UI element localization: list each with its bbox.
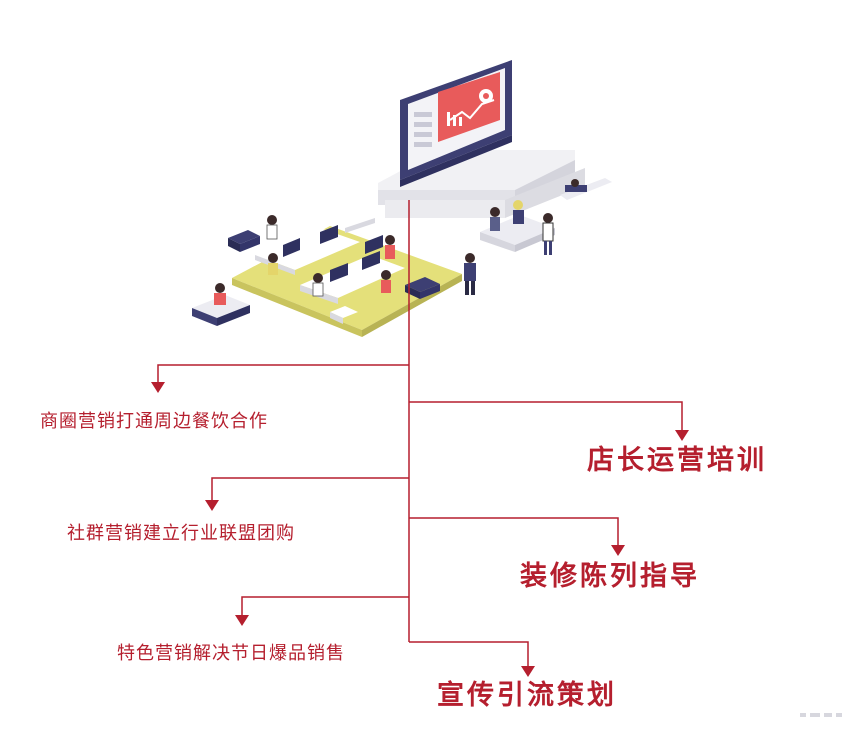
bench-left <box>192 283 250 326</box>
corner-mark <box>800 713 842 717</box>
arrowheads <box>151 382 689 677</box>
label-business-district-marketing: 商圈营销打通周边餐饮合作 <box>40 411 268 432</box>
label-community-marketing: 社群营销建立行业联盟团购 <box>67 523 295 544</box>
label-promotion-planning: 宣传引流策划 <box>437 680 617 711</box>
monitor <box>400 60 512 187</box>
lounge-area <box>480 178 612 255</box>
ottomans <box>228 230 440 324</box>
label-featured-marketing: 特色营销解决节日爆品销售 <box>117 643 345 664</box>
workers <box>266 215 476 297</box>
label-manager-training: 店长运营培训 <box>587 445 767 476</box>
desk-monitors <box>283 225 383 282</box>
connector-lines <box>157 200 683 666</box>
label-decoration-guidance: 装修陈列指导 <box>520 561 700 592</box>
